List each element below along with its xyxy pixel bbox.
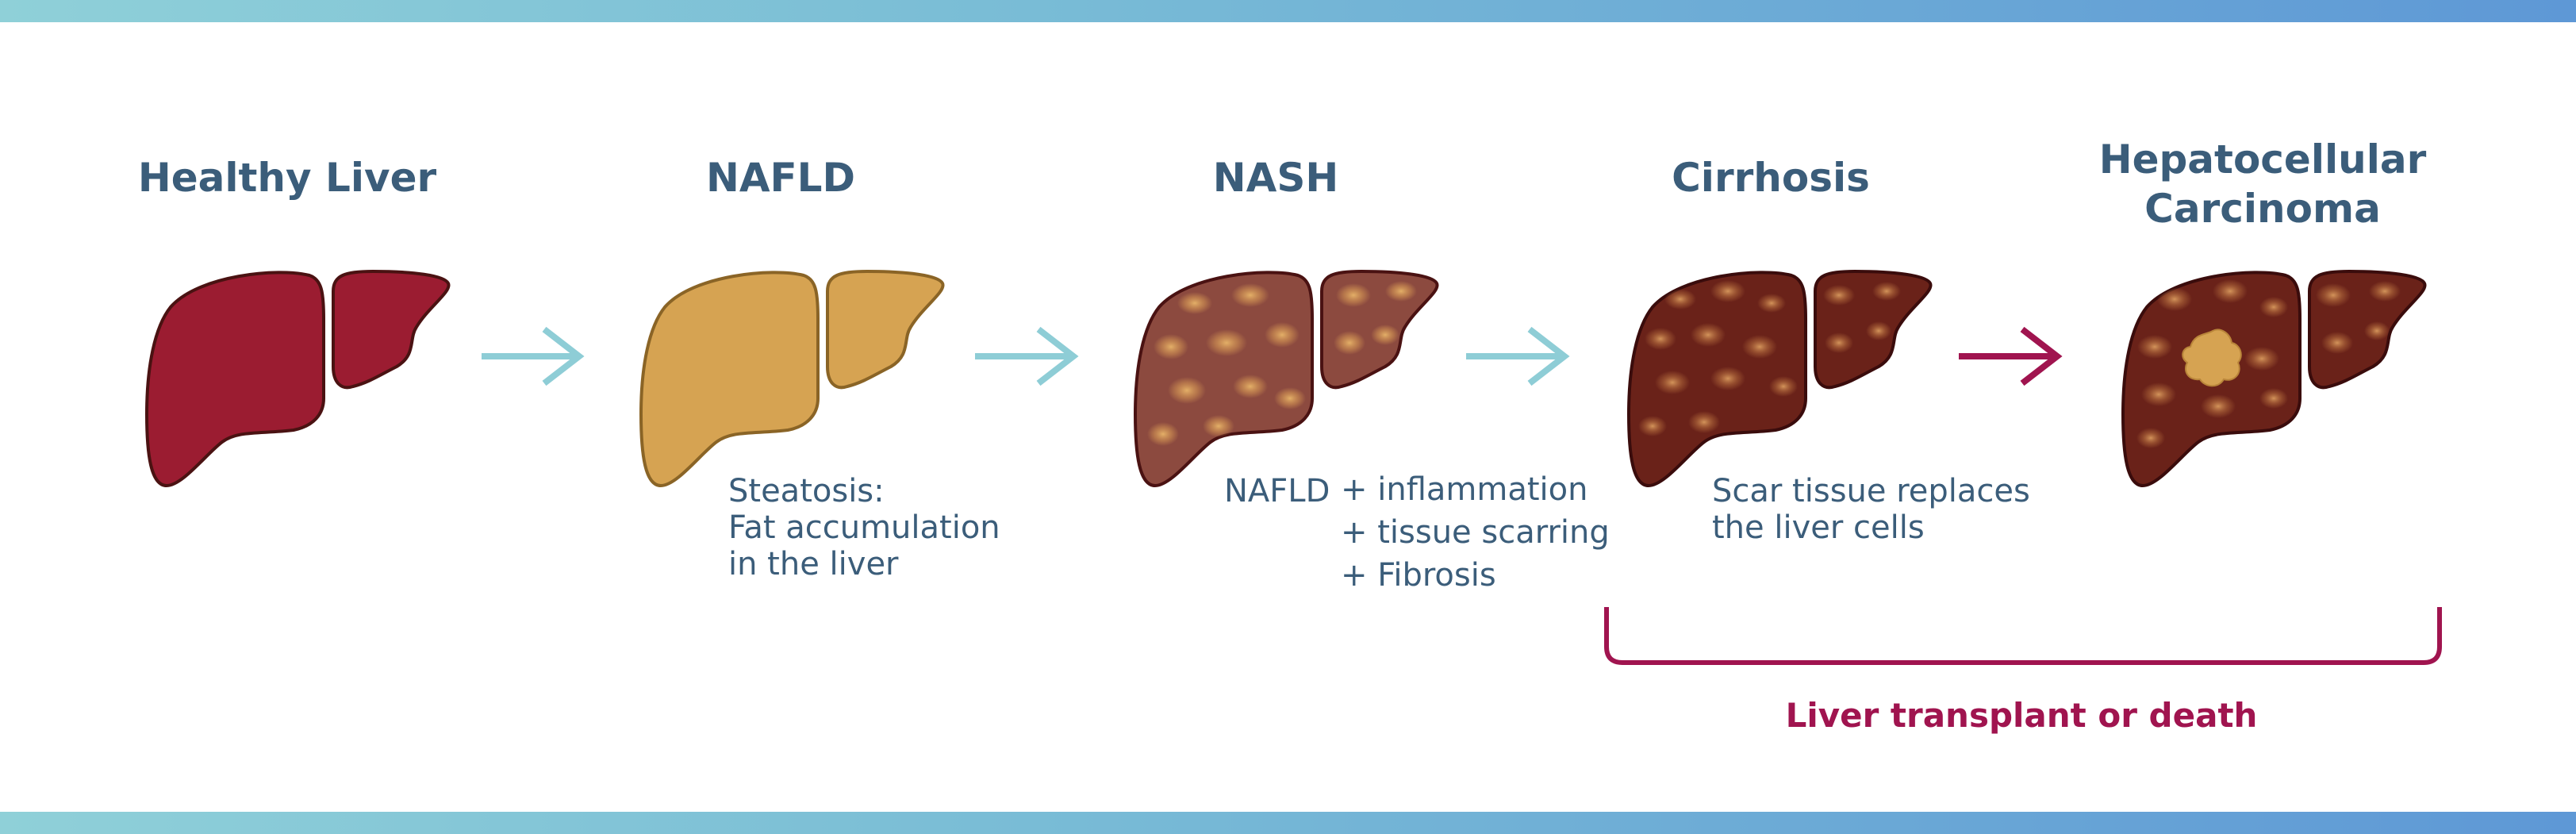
stage-title-nash: NASH <box>1212 155 1339 201</box>
desc-line: the liver cells <box>1712 509 1925 546</box>
bottom-gradient-stripe <box>0 812 2576 834</box>
healthy-liver-icon <box>144 269 451 488</box>
nash-liver-icon <box>1133 269 1439 488</box>
fatty-liver-icon <box>639 269 945 488</box>
desc-line: Scar tissue replaces <box>1712 473 2030 509</box>
stage-title-hepatocellular: Hepatocellular Carcinoma <box>2099 135 2427 233</box>
stage-title-cirrhosis: Cirrhosis <box>1672 155 1870 201</box>
desc-line: in the liver <box>728 546 899 582</box>
desc-line: Steatosis: <box>728 473 885 509</box>
top-gradient-stripe <box>0 0 2576 22</box>
scar-spots <box>2136 279 2401 448</box>
stage-title-line-2: Carcinoma <box>2144 186 2381 232</box>
nash-description-items: + inflammation + tissue scarring + Fibro… <box>1341 468 1610 597</box>
arrow-4 <box>1959 326 2063 386</box>
outcome-label: Liver transplant or death <box>1785 696 2258 735</box>
arrow-1 <box>482 326 585 386</box>
arrow-3 <box>1466 326 1570 386</box>
stage-title-nafld: NAFLD <box>705 155 856 201</box>
nash-description-prefix: NAFLD <box>1224 473 1330 509</box>
arrow-2 <box>975 326 1079 386</box>
scar-spots <box>1638 280 1901 436</box>
desc-line: + tissue scarring <box>1341 514 1610 551</box>
cirrhosis-liver-icon <box>1626 269 1933 488</box>
stage-title-healthy-liver: Healthy Liver <box>137 155 437 201</box>
nafld-description: Steatosis: Fat accumulation in the liver <box>728 473 1000 582</box>
cirrhosis-description: Scar tissue replaces the liver cells <box>1712 473 2030 546</box>
desc-line: + Fibrosis <box>1341 557 1496 594</box>
tumor-icon <box>2182 329 2242 387</box>
fat-spots <box>1147 281 1417 446</box>
carcinoma-liver-icon <box>2121 269 2427 488</box>
desc-line: Fat accumulation <box>728 509 1000 546</box>
outcome-bracket <box>1604 607 2442 665</box>
desc-line: + inflammation <box>1341 471 1588 508</box>
stage-title-line-1: Hepatocellular <box>2098 136 2427 183</box>
